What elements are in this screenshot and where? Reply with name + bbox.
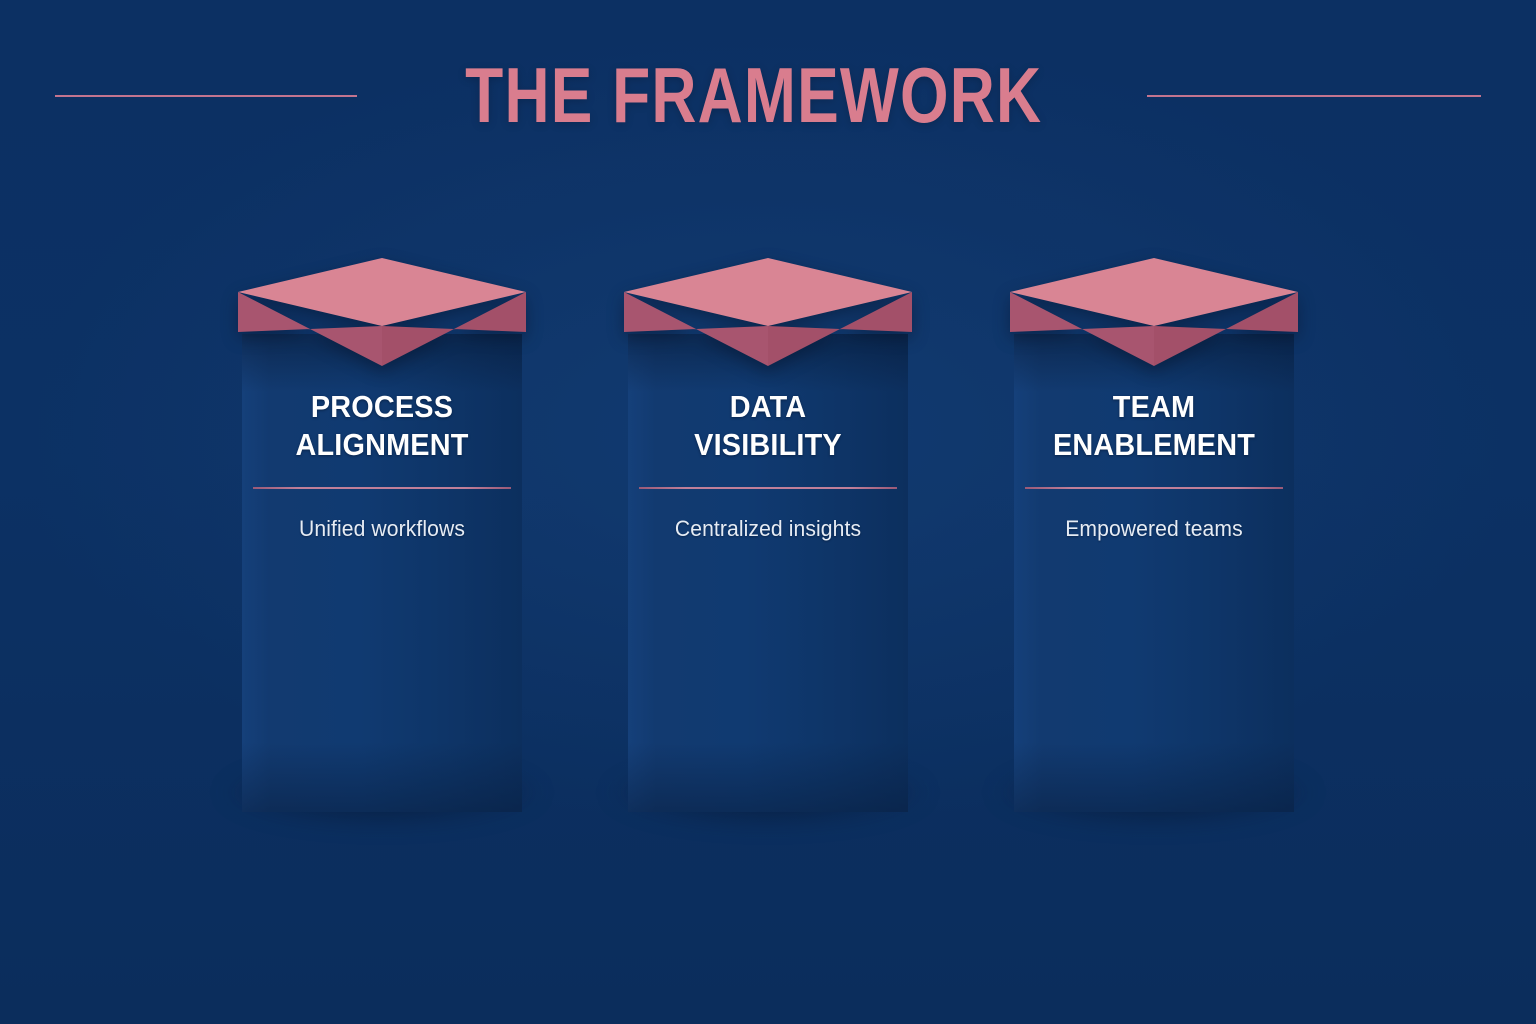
pillar-group: PROCESS ALIGNMENT Unified workflows DATA…: [0, 258, 1536, 850]
pillar-card[interactable]: PROCESS ALIGNMENT Unified workflows: [186, 258, 578, 850]
isometric-cube-cap-icon: [992, 258, 1316, 366]
header-rule-left: [55, 95, 358, 97]
pillar-content: PROCESS ALIGNMENT Unified workflows: [242, 388, 522, 543]
pillar-subtitle: Empowered teams: [1065, 515, 1243, 541]
pillar-divider: [253, 486, 511, 489]
page-title: THE FRAMEWORK: [465, 50, 1043, 139]
header-rule-right: [1146, 95, 1481, 97]
isometric-cube-cap-icon: [220, 258, 544, 366]
pillar-title: TEAM ENABLEMENT: [1052, 389, 1256, 463]
pillar-content: TEAM ENABLEMENT Empowered teams: [1014, 388, 1294, 543]
pillar-card[interactable]: TEAM ENABLEMENT Empowered teams: [958, 258, 1350, 850]
isometric-cube-cap-icon: [606, 258, 930, 366]
pillar-card[interactable]: DATA VISIBILITY Centralized insights: [572, 258, 964, 850]
pillar-divider: [1025, 486, 1283, 489]
pillar-content: DATA VISIBILITY Centralized insights: [628, 388, 908, 543]
pillar-subtitle: Centralized insights: [674, 515, 862, 541]
pillar-title: DATA VISIBILITY: [694, 389, 842, 463]
pillar-subtitle: Unified workflows: [299, 515, 465, 541]
pillar-title: PROCESS ALIGNMENT: [295, 389, 469, 463]
pillar-divider: [639, 486, 897, 489]
page-header: THE FRAMEWORK: [0, 0, 1536, 190]
